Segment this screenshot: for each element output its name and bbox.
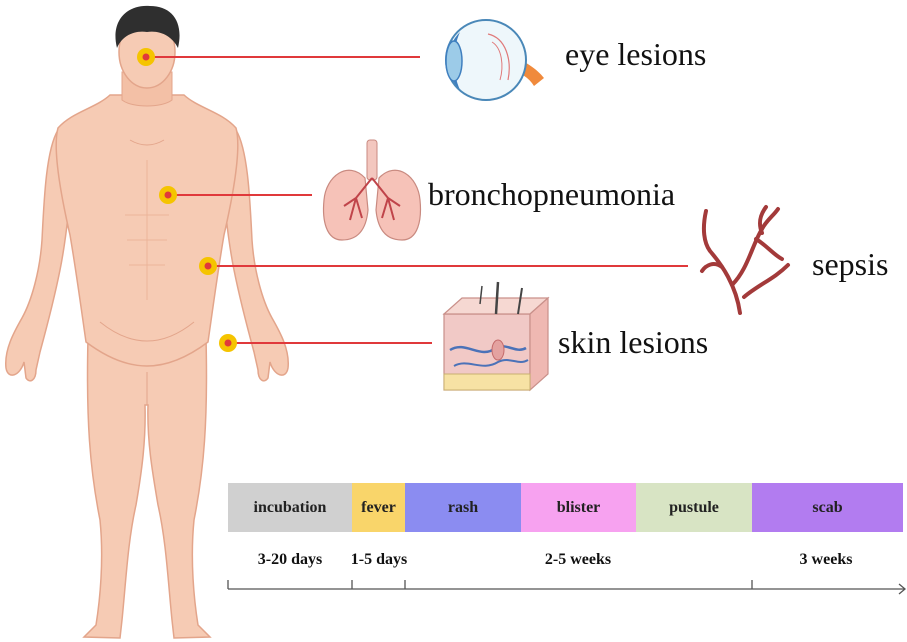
eye-lesions-label: eye lesions [565, 38, 706, 70]
duration-incubation: 3-20 days [258, 551, 322, 569]
skin-lesions-label: skin lesions [558, 326, 708, 358]
sepsis-label: sepsis [812, 248, 888, 280]
eye-icon [446, 20, 544, 100]
blood-vessels-icon [702, 207, 788, 313]
wrist-marker [219, 334, 237, 352]
stage-rash: rash [405, 483, 521, 532]
stage-blister: blister [521, 483, 636, 532]
timeline-axis [228, 580, 905, 594]
arm-marker [199, 257, 217, 275]
duration-fever: 1-5 days [351, 551, 407, 569]
duration-rash-to-pustule: 2-5 weeks [545, 551, 611, 569]
eye-marker [137, 48, 155, 66]
duration-scab: 3 weeks [800, 551, 853, 569]
stage-scab: scab [752, 483, 903, 532]
stage-pustule: pustule [636, 483, 752, 532]
stage-incubation: incubation [228, 483, 352, 532]
skin-section-icon [444, 282, 548, 390]
lungs-icon [324, 140, 421, 240]
bronchopneumonia-label: bronchopneumonia [428, 178, 675, 210]
stage-fever: fever [352, 483, 405, 532]
chest-marker [159, 186, 177, 204]
human-body-figure [6, 6, 289, 638]
